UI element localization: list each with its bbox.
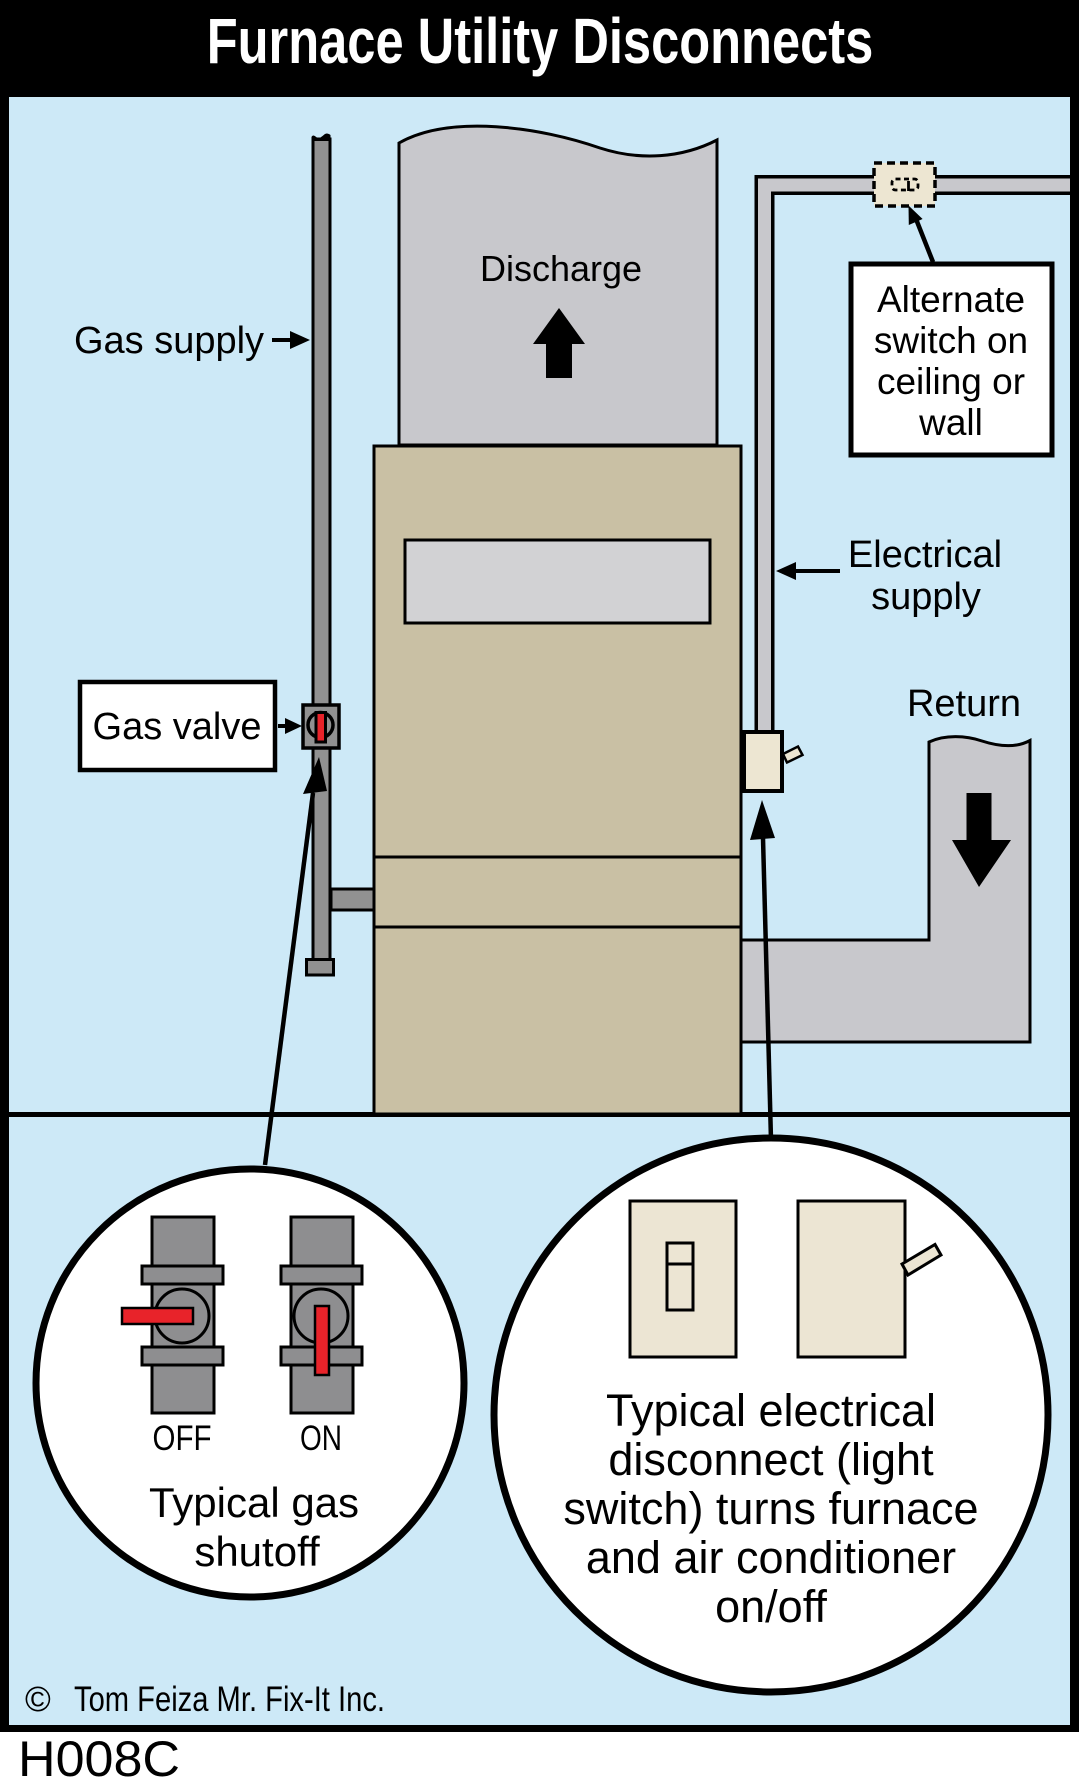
svg-text:disconnect (light: disconnect (light	[608, 1434, 934, 1485]
svg-text:Gas valve: Gas valve	[93, 706, 262, 748]
svg-text:H008C: H008C	[18, 1731, 180, 1780]
svg-text:Tom Feiza Mr. Fix-It Inc.: Tom Feiza Mr. Fix-It Inc.	[74, 1680, 385, 1719]
svg-text:Typical electrical: Typical electrical	[606, 1385, 936, 1436]
svg-text:Return: Return	[907, 683, 1021, 725]
svg-text:shutoff: shutoff	[194, 1528, 320, 1575]
svg-text:switch) turns furnace: switch) turns furnace	[563, 1483, 978, 1534]
svg-text:©: ©	[25, 1680, 51, 1719]
svg-text:OFF: OFF	[153, 1419, 212, 1458]
svg-text:Gas supply: Gas supply	[74, 320, 264, 362]
svg-text:wall: wall	[918, 402, 983, 443]
svg-text:and air conditioner: and air conditioner	[586, 1532, 956, 1583]
svg-text:supply: supply	[871, 576, 981, 618]
svg-text:on/off: on/off	[715, 1581, 827, 1632]
svg-text:ON: ON	[300, 1419, 342, 1458]
svg-text:Alternate: Alternate	[877, 279, 1025, 320]
svg-text:Discharge: Discharge	[480, 248, 642, 289]
svg-text:Typical gas: Typical gas	[149, 1479, 359, 1526]
svg-text:Electrical: Electrical	[848, 534, 1002, 576]
svg-text:Furnace Utility Disconnects: Furnace Utility Disconnects	[207, 6, 874, 77]
svg-text:ceiling or: ceiling or	[877, 361, 1025, 402]
svg-text:switch on: switch on	[874, 320, 1028, 361]
